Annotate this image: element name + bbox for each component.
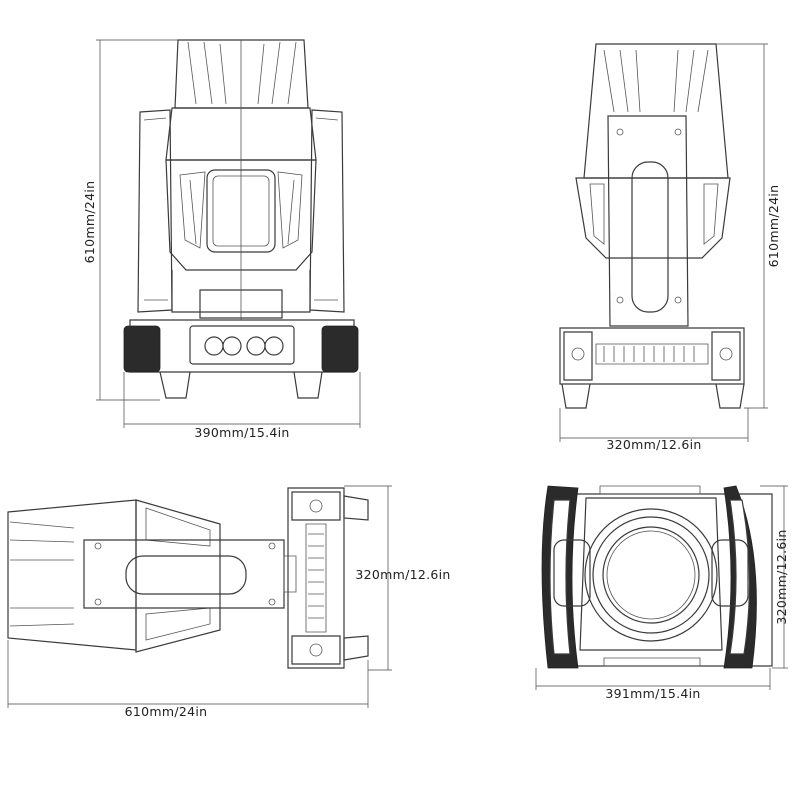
- lens-width-dimension: 391mm/15.4in: [535, 668, 771, 701]
- lens-view: [541, 485, 773, 669]
- side-width-dimension: 320mm/12.6in: [559, 408, 749, 452]
- top-length-dimension: 610mm/24in: [7, 640, 369, 719]
- lens-width-label: 391mm/15.4in: [605, 686, 700, 701]
- front-width-label: 390mm/15.4in: [194, 425, 289, 440]
- top-length-label: 610mm/24in: [125, 704, 208, 719]
- lens-depth-dimension: 320mm/12.6in: [760, 485, 789, 669]
- lens-depth-label: 320mm/12.6in: [774, 529, 789, 624]
- side-height-label: 610mm/24in: [766, 185, 781, 268]
- front-height-dimension: 610mm/24in: [82, 39, 178, 401]
- front-view: [123, 39, 359, 399]
- side-view: [559, 43, 745, 409]
- top-depth-label: 320mm/12.6in: [355, 567, 450, 582]
- front-height-label: 610mm/24in: [82, 181, 97, 264]
- top-depth-dimension: 320mm/12.6in: [344, 485, 450, 671]
- side-width-label: 320mm/12.6in: [606, 437, 701, 452]
- top-view: [7, 487, 369, 669]
- front-width-dimension: 390mm/15.4in: [123, 372, 361, 440]
